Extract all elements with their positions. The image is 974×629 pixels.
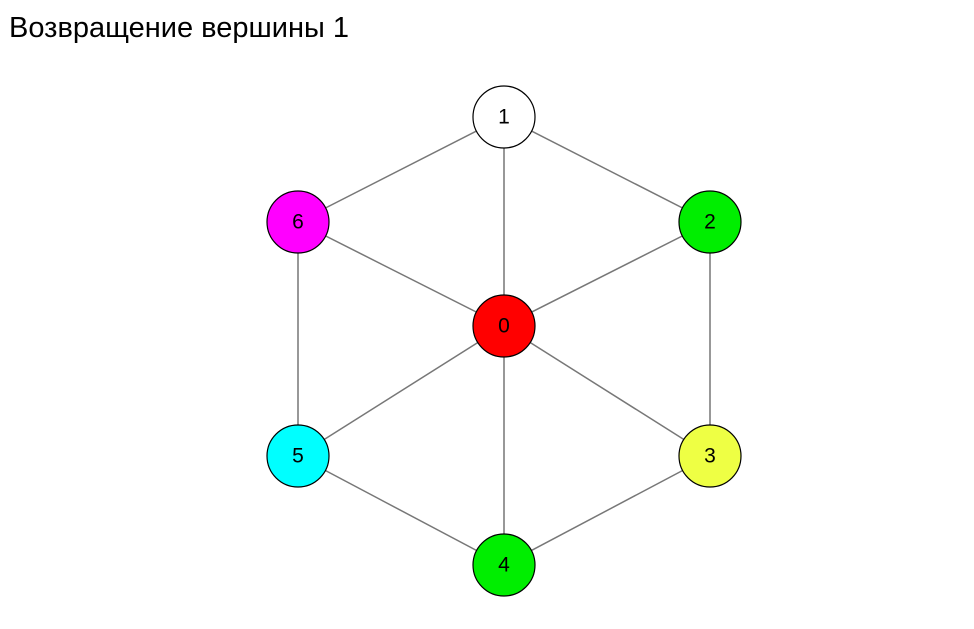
edge-5-4 <box>297 455 505 566</box>
edge-6-0 <box>297 221 505 327</box>
graph-node-1: 1 <box>472 85 536 149</box>
nodes-layer: 0 1 2 3 4 5 6 <box>266 85 742 597</box>
edges-layer <box>297 116 711 566</box>
edge-0-3 <box>503 325 711 457</box>
graph-node-2: 2 <box>678 190 742 254</box>
node-circle-1 <box>472 85 536 149</box>
edge-4-3 <box>503 455 711 566</box>
node-circle-3 <box>678 424 742 488</box>
node-label-6: 6 <box>292 211 304 234</box>
edge-1-6 <box>297 116 505 223</box>
node-label-3: 3 <box>704 445 716 468</box>
node-label-5: 5 <box>292 445 304 468</box>
node-circle-5 <box>266 424 330 488</box>
graph-node-4: 4 <box>472 533 536 597</box>
graph-node-6: 6 <box>266 190 330 254</box>
node-circle-4 <box>472 533 536 597</box>
node-circle-0 <box>472 294 536 358</box>
node-label-2: 2 <box>704 211 716 234</box>
node-label-4: 4 <box>498 554 510 577</box>
node-label-0: 0 <box>498 315 510 338</box>
edge-2-0 <box>503 221 711 327</box>
graph-node-0: 0 <box>472 294 536 358</box>
diagram-title: Возвращение вершины 1 <box>9 12 350 44</box>
node-circle-2 <box>678 190 742 254</box>
node-label-1: 1 <box>498 106 510 129</box>
graph-node-3: 3 <box>678 424 742 488</box>
graph-node-5: 5 <box>266 424 330 488</box>
edge-0-5 <box>297 325 505 457</box>
edge-1-2 <box>503 116 711 223</box>
node-circle-6 <box>266 190 330 254</box>
